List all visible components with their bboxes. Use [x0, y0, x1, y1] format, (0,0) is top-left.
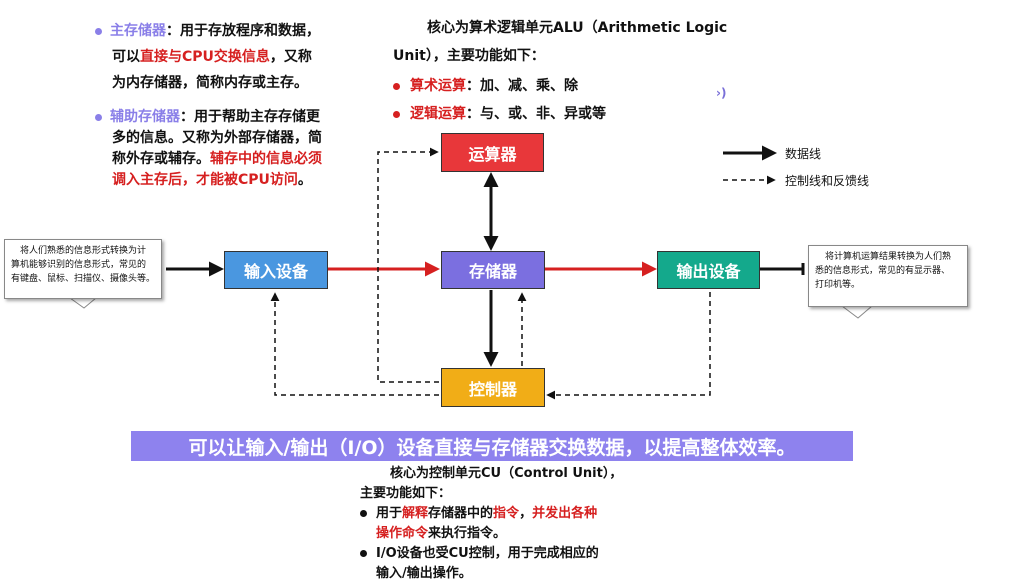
bullet-icon — [95, 113, 102, 121]
highlight-text: 指令 — [493, 506, 520, 521]
output-device-box: 输出设备 — [657, 251, 760, 289]
highlight-text: 调入主存后，才能被CPU访问 — [112, 172, 298, 188]
bullet-icon — [95, 27, 102, 35]
highlight-text: 算术运算 — [410, 78, 466, 94]
alu-desc: 核心为算术逻辑单元ALU（Arithmetic Logic Unit），主要功能… — [393, 17, 733, 125]
text: 。 — [297, 172, 312, 188]
text: 核心为控制单元CU（Control Unit）， — [390, 466, 623, 481]
callout-text: 悉的信息形式，常见的有显示器、 — [815, 266, 951, 276]
text: 可以 — [112, 49, 140, 65]
text: 用于 — [376, 506, 403, 521]
dash-output-loop — [546, 292, 711, 400]
text: 主要功能如下： — [360, 486, 452, 501]
controller-box: 控制器 — [441, 368, 545, 407]
highlight-text: 操作命令 — [376, 526, 429, 541]
callout-text: 将人们熟悉的信息形式转换为计 — [19, 246, 146, 256]
text: 为内存储器，简称内存或主存。 — [112, 75, 308, 91]
text: ，又称 — [269, 49, 312, 65]
text: ， — [519, 506, 533, 521]
text: Unit），主要功能如下： — [393, 48, 545, 64]
bullet-icon — [393, 110, 400, 118]
callout-right-tail — [841, 305, 873, 319]
aux-storage-desc: 辅助存储器：用于帮助主存存储更 多的信息。又称为外部存储器，简 称外存或辅存。辅… — [95, 107, 375, 191]
callout-text: 将计算机运算结果转换为人们熟 — [824, 252, 951, 262]
bullet-icon — [393, 82, 400, 90]
text: 称外存或辅存。 — [112, 151, 210, 167]
highlight-text: 逻辑运算 — [410, 106, 466, 122]
dash-input-loop — [270, 292, 439, 396]
output-callout: 将计算机运算结果转换为人们熟 悉的信息形式，常见的有显示器、 打印机等。 — [808, 245, 968, 307]
callout-text: 有键盘、鼠标、扫描仪、摄像头等。 — [11, 274, 156, 284]
text: ：用于帮助主存存储更 — [180, 109, 320, 125]
highlight-text: 并发出各种 — [532, 506, 598, 521]
text: 核心为算术逻辑单元ALU（Arithmetic Logic — [427, 20, 728, 36]
highlight-text: 辅存中的信息必须 — [210, 151, 322, 167]
text: 来执行指令。 — [428, 526, 507, 541]
callout-text: 算机能够识别的信息形式，常见的 — [11, 260, 147, 270]
text: I/O设备也受CU控制，用于完成相应的 — [376, 546, 599, 561]
callout-left-tail — [69, 297, 97, 309]
bullet-icon — [360, 550, 367, 557]
text: ：与、或、非、异或等 — [466, 106, 606, 122]
main-storage-term: 主存储器 — [110, 23, 166, 39]
stray-mark: ›) — [716, 86, 727, 100]
io-banner: 可以让输入/输出（I/O）设备直接与存储器交换数据，以提高整体效率。 — [131, 431, 853, 461]
input-device-box: 输入设备 — [224, 251, 328, 289]
highlight-text: 直接与CPU交换信息 — [140, 49, 270, 65]
text: 输入/输出操作。 — [376, 566, 472, 581]
main-storage-desc: 主存储器：用于存放程序和数据， 可以直接与CPU交换信息，又称 为内存储器，简称… — [95, 20, 365, 94]
bullet-icon — [360, 510, 367, 517]
alu-box: 运算器 — [441, 133, 544, 172]
aux-storage-term: 辅助存储器 — [110, 109, 180, 125]
input-callout: 将人们熟悉的信息形式转换为计 算机能够识别的信息形式，常见的 有键盘、鼠标、扫描… — [4, 239, 162, 299]
memory-box: 存储器 — [441, 251, 545, 289]
legend-control-line-label: 控制线和反馈线 — [785, 174, 870, 188]
legend-data-line-label: 数据线 — [785, 147, 822, 161]
text: ：用于存放程序和数据， — [166, 23, 320, 39]
cu-desc: 核心为控制单元CU（Control Unit）， 主要功能如下： 用于解释存储器… — [360, 464, 680, 584]
text: 多的信息。又称为外部存储器，简 — [112, 130, 322, 146]
text: 存储器中的 — [428, 506, 494, 521]
highlight-text: 解释 — [402, 506, 429, 521]
text: ：加、减、乘、除 — [466, 78, 578, 94]
callout-text: 打印机等。 — [815, 280, 861, 290]
dash-left-loop — [377, 147, 439, 383]
